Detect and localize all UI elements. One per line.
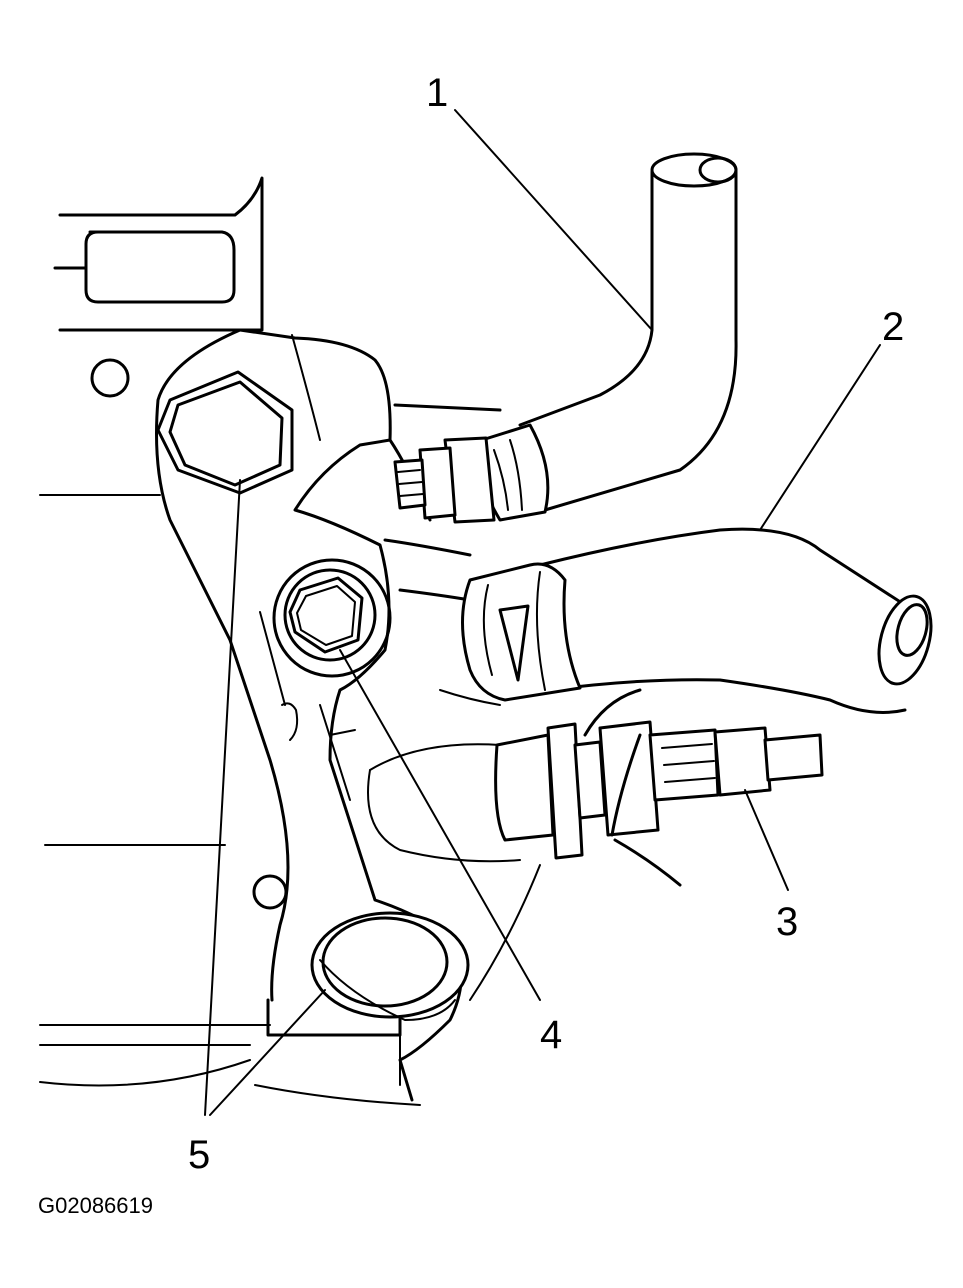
leader-3 (744, 789, 789, 891)
large-hose (461, 527, 933, 714)
center-nut (272, 558, 392, 678)
leader-4 (339, 649, 541, 1001)
upper-left-hole (90, 358, 130, 398)
temperature-sensor (494, 688, 824, 887)
leader-bracket-edge (469, 864, 541, 1001)
leader-lines (204, 109, 881, 1116)
leader-5a (204, 479, 241, 1116)
callout-3: 3 (776, 900, 798, 944)
callout-2: 2 (882, 305, 904, 349)
leader-2 (759, 344, 881, 531)
callout-1: 1 (426, 71, 448, 115)
small-hose (477, 152, 738, 522)
small-hose-fitting (393, 436, 496, 524)
lower-bracket-bolt (266, 911, 470, 1086)
figure-id: G02086619 (38, 1193, 153, 1218)
engine-block-outline (39, 176, 502, 1106)
callout-5: 5 (188, 1133, 210, 1177)
leader-5b (209, 989, 326, 1116)
callout-4: 4 (540, 1013, 562, 1057)
leader-1 (454, 109, 653, 331)
callout-labels: 1 2 3 4 5 (188, 71, 904, 1177)
rectangular-boss (84, 230, 236, 304)
lower-left-hole (252, 874, 288, 910)
upper-bracket-bolt (156, 370, 294, 495)
